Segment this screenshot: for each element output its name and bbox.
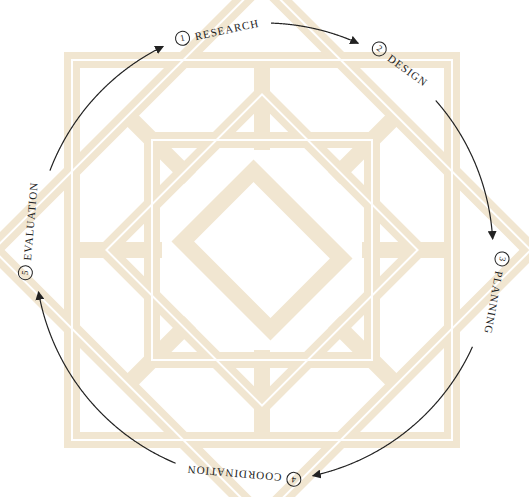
cycle-arrow	[271, 23, 358, 43]
stage-name: COORDINATION	[187, 464, 283, 484]
pattern-gap	[152, 140, 372, 360]
pattern-gap	[72, 60, 452, 440]
pattern-gap	[106, 94, 417, 405]
stage-name: PLANNING	[483, 270, 506, 335]
cycle-arrow	[313, 347, 473, 476]
pattern-core	[183, 171, 341, 329]
cycle-arrow	[50, 46, 163, 170]
step-number: 3	[494, 250, 511, 267]
stage-label: 5 EVALUATION	[15, 178, 43, 284]
stage-label: 4COORDINATION	[183, 460, 305, 489]
step-number: 4	[286, 471, 302, 487]
step-number: 1	[174, 29, 192, 47]
step-number: 5	[17, 265, 33, 281]
pattern-bar	[72, 60, 452, 440]
cycle-arrow	[38, 292, 175, 463]
stage-name: EVALUATION	[20, 182, 39, 262]
stage-name: RESEARCH	[194, 16, 261, 41]
pattern-square	[72, 60, 452, 440]
cycle-arrow	[436, 101, 493, 240]
pattern-bar	[128, 116, 396, 384]
